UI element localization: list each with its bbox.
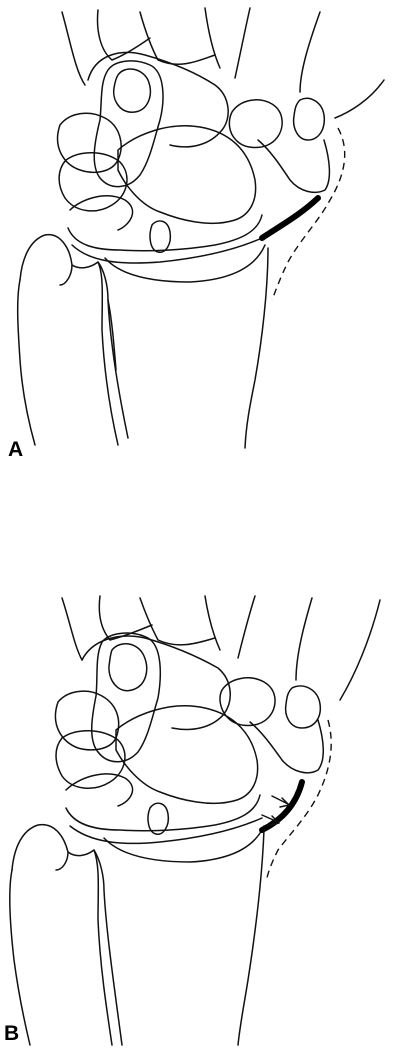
metacarpal-line xyxy=(62,598,82,660)
triquetrum-bone xyxy=(229,100,282,148)
hamate-bone xyxy=(258,140,329,192)
scaphoid-waist xyxy=(66,774,133,806)
panel-label-b: B xyxy=(4,1022,19,1045)
metacarpal-line xyxy=(296,598,312,680)
metacarpal-line xyxy=(238,596,255,658)
hamate-hook xyxy=(109,644,147,691)
cartilage-thickened-line xyxy=(262,198,318,238)
hamate-bone xyxy=(250,720,323,773)
soft-tissue-dashed-line xyxy=(272,128,345,300)
ulna-shaft xyxy=(72,262,118,445)
ulna-shaft xyxy=(68,850,112,1045)
trapezoid-bone xyxy=(58,113,122,172)
panel-a: A xyxy=(8,8,384,461)
capitate-bone xyxy=(94,61,163,187)
ulna-shaft xyxy=(10,870,30,1045)
metacarpal-line xyxy=(62,12,85,85)
ulna-head xyxy=(12,825,68,870)
radius-line xyxy=(108,300,116,370)
carpal-outline xyxy=(66,795,260,831)
metacarpal-line xyxy=(205,8,220,68)
scaphoid-waist xyxy=(70,196,133,230)
pisiform-bone xyxy=(294,98,325,140)
panel-b: B xyxy=(4,596,380,1045)
lunate-bone xyxy=(116,706,258,804)
ulna-head xyxy=(20,235,72,285)
metacarpal-line xyxy=(335,80,384,118)
capitate-bone xyxy=(92,633,161,762)
radius-shaft xyxy=(245,248,268,448)
pisiform-bone xyxy=(286,686,321,728)
arrow-icon xyxy=(272,796,289,807)
metacarpal-line xyxy=(205,596,220,650)
trapezium-bone xyxy=(82,636,230,729)
panel-label-a: A xyxy=(8,438,23,461)
ulnar-styloid xyxy=(148,803,168,834)
trapezium-bone xyxy=(88,52,228,146)
soft-tissue-dashed-line xyxy=(266,720,331,882)
ulna-shaft xyxy=(18,280,35,445)
radius-shaft xyxy=(238,830,264,1045)
lunate-bone xyxy=(118,126,256,224)
metacarpal-line xyxy=(340,600,380,700)
hamate-hook xyxy=(114,69,151,112)
trapezoid-bone xyxy=(55,691,118,750)
metacarpal-line xyxy=(140,598,215,645)
metacarpal-line xyxy=(300,12,320,92)
ulnar-styloid xyxy=(150,221,170,252)
metacarpal-line xyxy=(235,8,250,78)
